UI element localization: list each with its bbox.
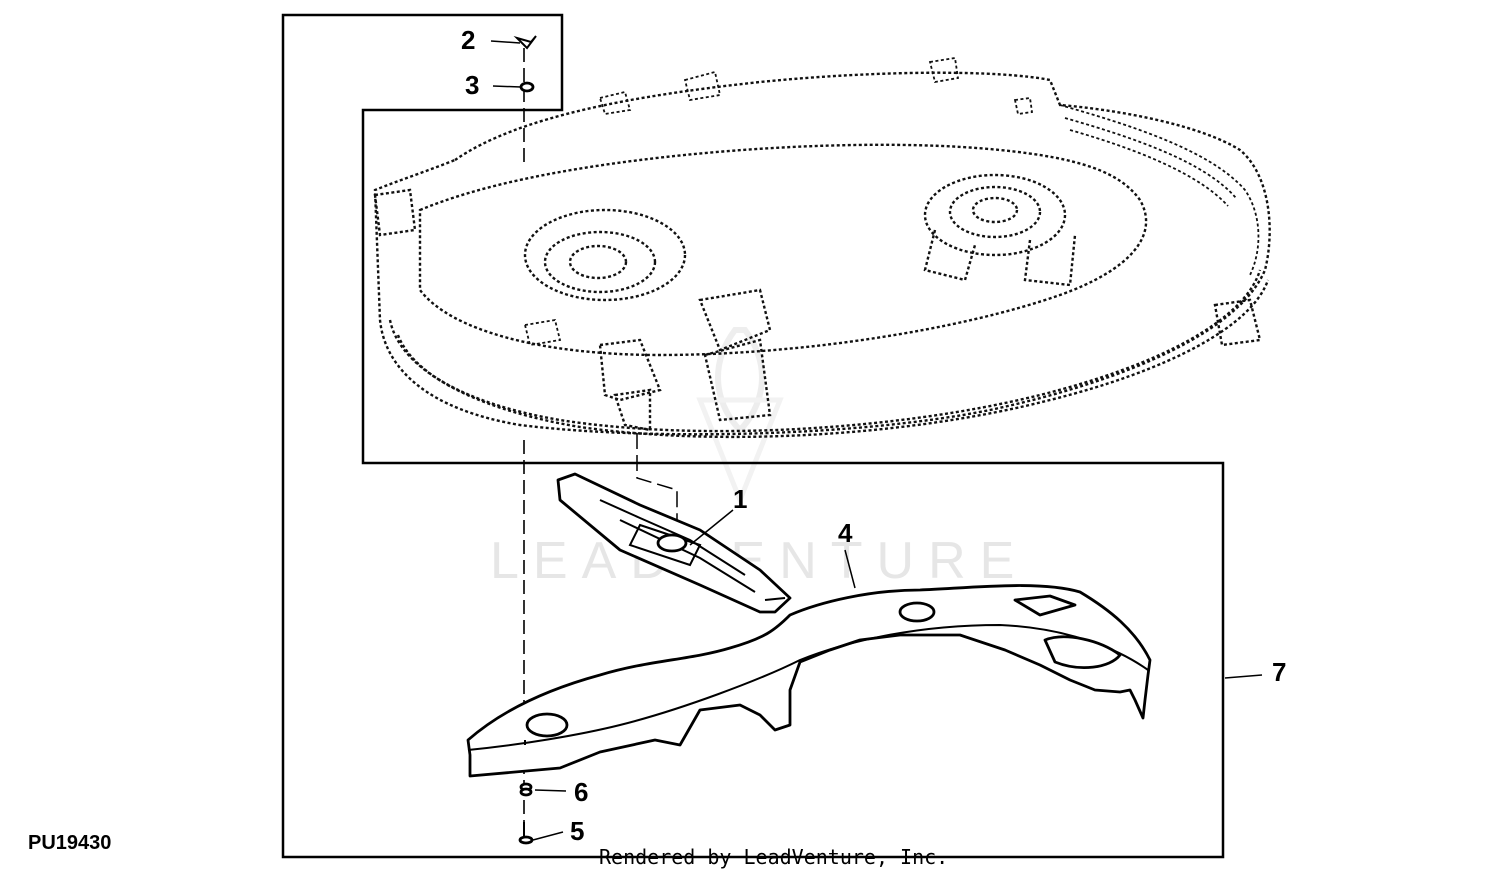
blade-alignment-line (636, 433, 678, 540)
render-credit: Rendered by LeadVenture, Inc. (599, 845, 948, 869)
callout-3[interactable]: 3 (465, 70, 479, 100)
lock-washer-top (519, 81, 535, 93)
leader-1 (689, 509, 734, 546)
mower-blade (556, 472, 792, 614)
leader-5 (532, 831, 564, 841)
leader-2 (490, 40, 521, 44)
callout-7[interactable]: 7 (1272, 657, 1286, 687)
leader-4 (844, 549, 856, 589)
callout-6[interactable]: 6 (574, 777, 588, 807)
leader-6 (534, 789, 567, 792)
callout-1[interactable]: 1 (733, 484, 747, 514)
callout-4[interactable]: 4 (838, 518, 853, 548)
mower-deck-phantom (373, 56, 1271, 439)
leader-3 (492, 85, 522, 88)
watermark-logo (696, 327, 784, 507)
figure-id: PU19430 (28, 832, 111, 854)
callout-5[interactable]: 5 (570, 816, 584, 846)
baffle (466, 584, 1152, 778)
assembly-frame (281, 13, 1225, 859)
leader-7 (1224, 674, 1263, 679)
bolt-top (513, 35, 537, 50)
bolt-bottom (518, 822, 534, 845)
washer-bottom (519, 782, 533, 797)
callout-2[interactable]: 2 (461, 25, 475, 55)
